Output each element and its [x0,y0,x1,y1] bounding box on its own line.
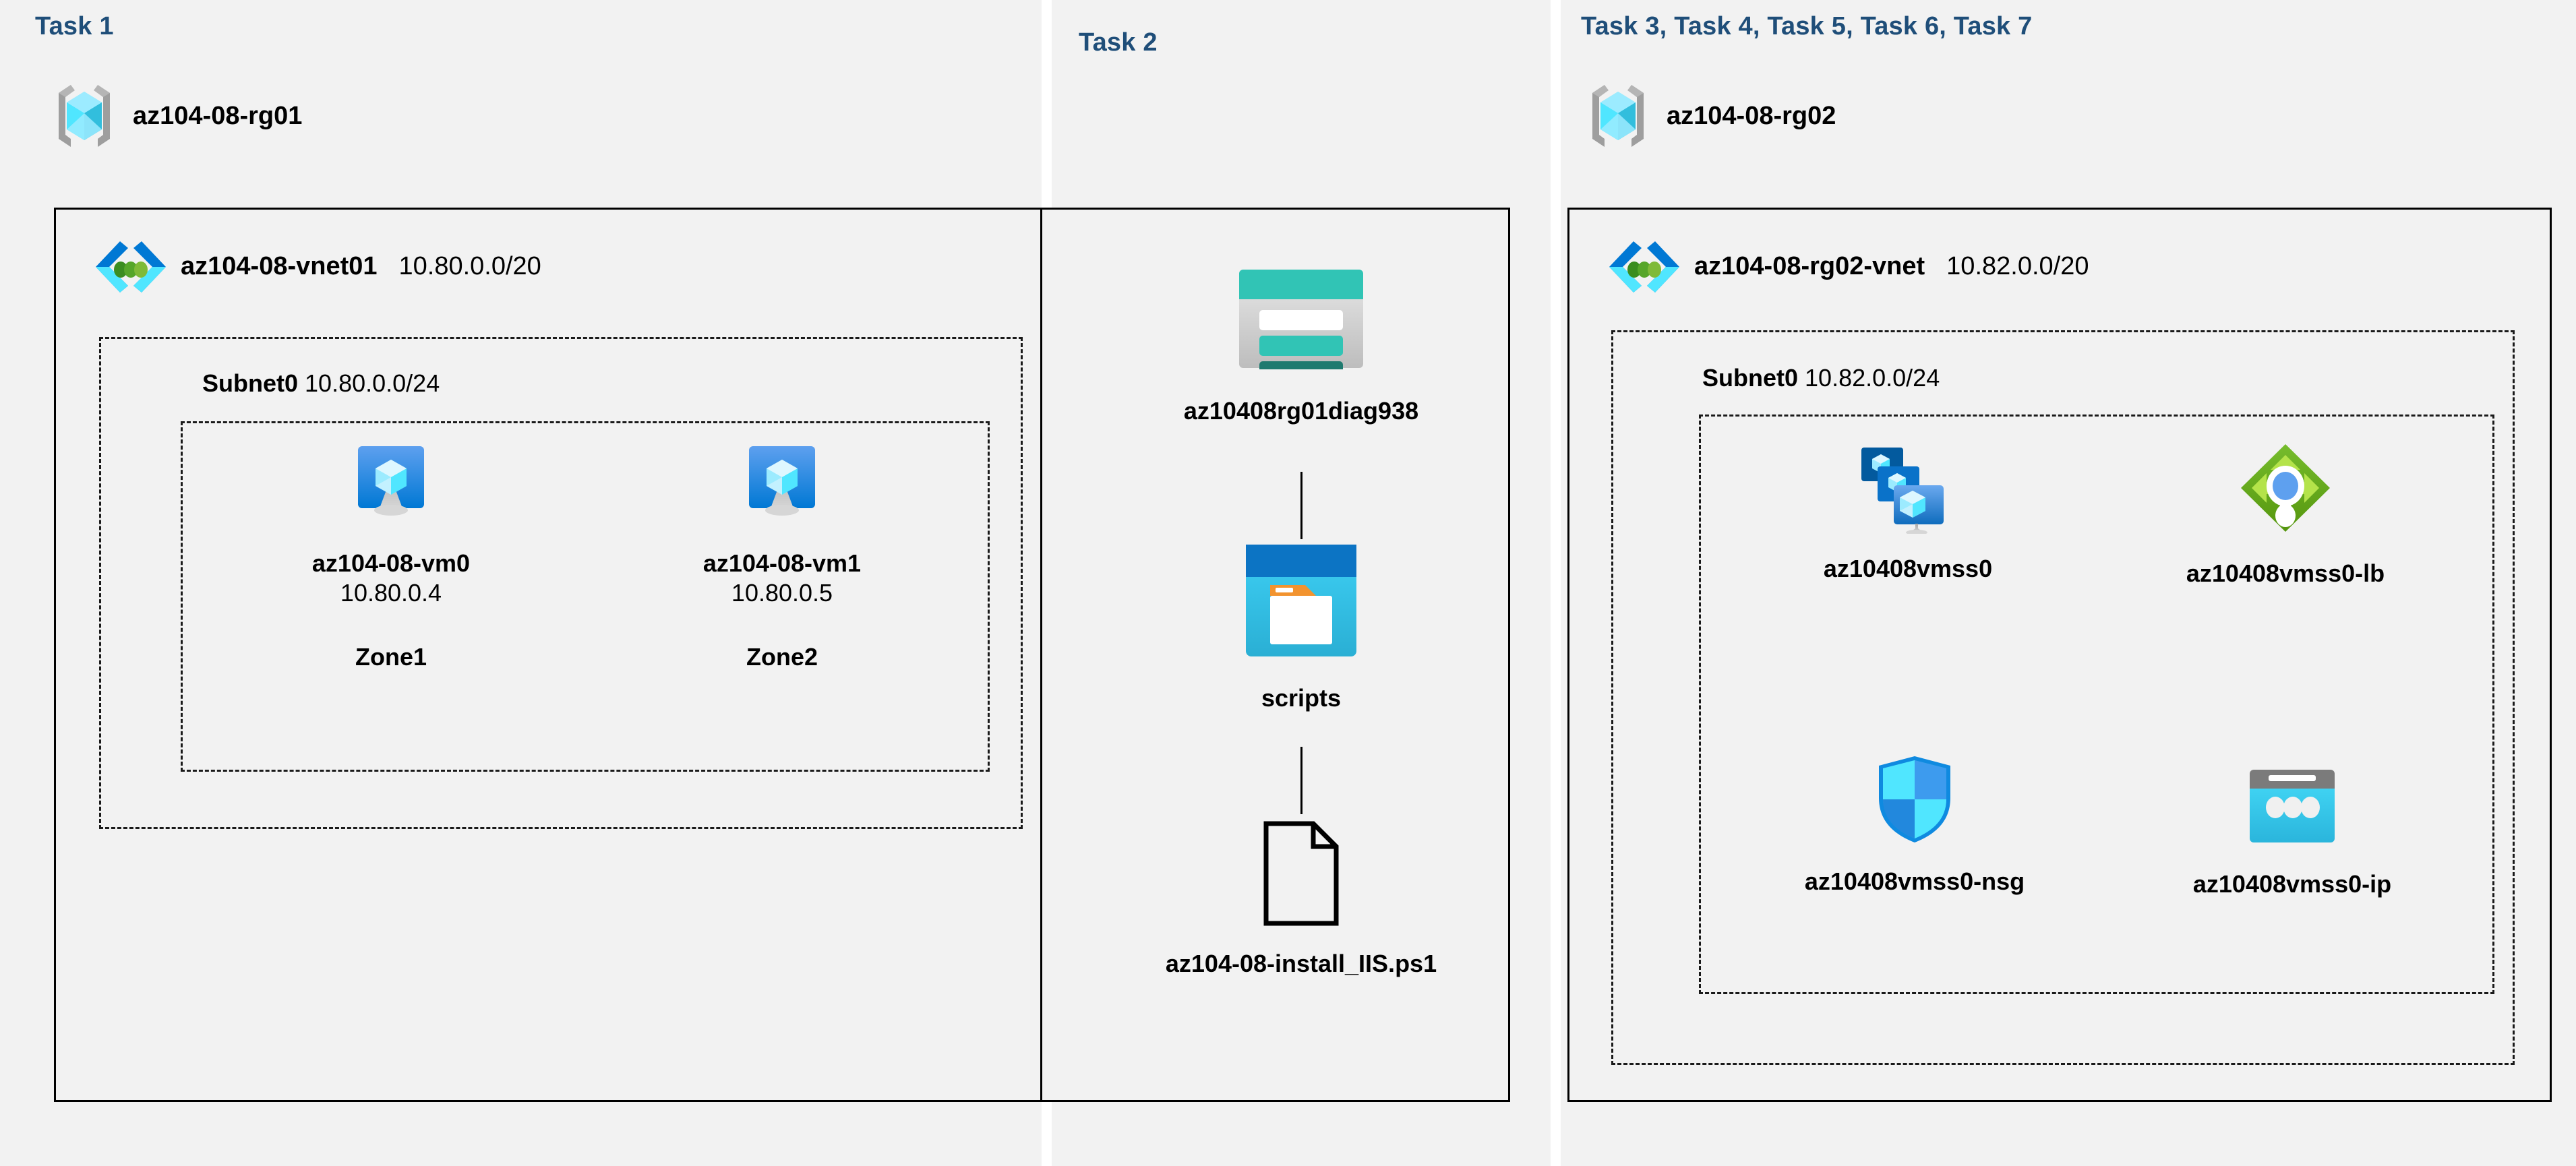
virtual-network-icon [1608,237,1681,295]
resource-group-label: az104-08-rg01 [133,101,303,130]
subnet-cidr: 10.80.0.0/24 [305,369,440,397]
container-label: scripts [1261,684,1342,712]
storage-account-icon [1235,268,1367,369]
vm-ip: 10.80.0.5 [731,578,833,607]
resource-group-az104-08-rg02[interactable]: az104-08-rg02 [1584,80,1836,152]
subnet-container-task1 [99,337,1023,829]
vm-name: az104-08-vm1 [702,549,862,577]
blob-container-scripts[interactable]: scripts [1099,545,1503,713]
vnet-az104-08-rg02-vnet[interactable]: az104-08-rg02-vnet 10.82.0.0/20 [1608,237,2089,295]
vnet-container-az104-08-rg02-vnet [1567,208,2552,1102]
subnet-name: Subnet0 [202,369,299,397]
virtual-machine-icon [347,445,435,530]
public-ip-address-az10408vmss0-ip[interactable]: az10408vmss0-ip [2164,768,2420,899]
vm-name: az104-08-vm0 [311,549,471,577]
vnet-label: az104-08-vnet01 [181,251,378,280]
vm-zone-container-task1 [181,421,990,772]
file-label: az104-08-install_IIS.ps1 [1165,950,1437,977]
resource-group-label: az104-08-rg02 [1667,101,1836,130]
panel-divider-line [1040,208,1042,1102]
public-ip-label: az10408vmss0-ip [2192,870,2392,898]
network-security-group-icon [1874,754,1956,845]
virtual-machine-az104-08-vm1[interactable]: az104-08-vm1 10.80.0.5 Zone2 [658,445,906,671]
virtual-machine-icon [738,445,826,530]
vnet-az104-08-vnet01[interactable]: az104-08-vnet01 10.80.0.0/20 [94,237,541,295]
load-balancer-label: az10408vmss0-lb [2186,559,2385,587]
task-title-task2: Task 2 [1079,28,1158,57]
task-title-task3to7: Task 3, Task 4, Task 5, Task 6, Task 7 [1581,12,2033,40]
resource-group-inner-container [1699,415,2494,994]
virtual-network-icon [94,237,167,295]
subnet-label-task3to7: Subnet0 10.82.0.0/24 [1702,364,1940,392]
file-az104-08-install-iis-ps1[interactable]: az104-08-install_IIS.ps1 [1079,821,1524,979]
vm-scale-set-icon [1859,445,1957,534]
network-security-group-az10408vmss0-nsg[interactable]: az10408vmss0-nsg [1787,754,2043,896]
load-balancer-az10408vmss0-lb[interactable]: az10408vmss0-lb [2157,441,2414,588]
vm-ip: 10.80.0.4 [340,578,442,607]
blob-container-icon [1245,545,1358,658]
vm-scale-set-az10408vmss0[interactable]: az10408vmss0 [1780,445,2036,584]
vnet-cidr: 10.82.0.0/20 [1946,251,2089,280]
resource-group-icon [1584,80,1652,152]
storage-account-label: az10408rg01diag938 [1183,397,1419,425]
file-icon [1261,821,1342,926]
vm-zone: Zone2 [746,642,818,671]
resource-group-icon [51,80,118,152]
subnet-cidr: 10.82.0.0/24 [1805,364,1940,392]
vnet-label: az104-08-rg02-vnet [1694,251,1925,280]
resource-group-az104-08-rg01[interactable]: az104-08-rg01 [51,80,302,152]
vmss-label: az10408vmss0 [1823,555,1993,582]
virtual-machine-az104-08-vm0[interactable]: az104-08-vm0 10.80.0.4 Zone1 [267,445,515,671]
storage-account-az10408rg01diag938[interactable]: az10408rg01diag938 [1099,268,1503,426]
connector-container-to-file [1300,747,1302,814]
subnet-container-task3to7 [1611,330,2515,1065]
vnet-cidr: 10.80.0.0/20 [398,251,541,280]
public-ip-address-icon [2244,768,2340,849]
subnet-label-task1: Subnet0 10.80.0.0/24 [202,369,440,398]
load-balancer-icon [2238,441,2333,534]
subnet-name: Subnet0 [1702,364,1799,392]
vm-zone: Zone1 [355,642,427,671]
task-title-task1: Task 1 [35,12,114,40]
nsg-label: az10408vmss0-nsg [1804,867,2025,895]
connector-storage-to-container [1300,472,1302,539]
